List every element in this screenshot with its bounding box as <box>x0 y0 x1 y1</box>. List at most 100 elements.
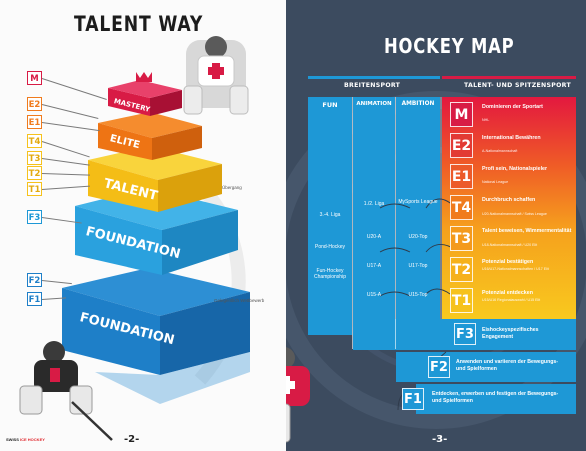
talent-title-e2: International Bewähren <box>482 135 541 141</box>
level-tag-t4: T4 <box>27 134 42 148</box>
talent-title-t3: Talent beweisen, Wimmermentalität <box>482 228 572 234</box>
foundation-low-side <box>160 292 250 375</box>
mastery-side <box>150 90 182 116</box>
fun-column-heading: FUN <box>322 101 338 109</box>
ambition-item-3: U17-Top <box>408 263 428 269</box>
talent-heading: TALENT- UND SPITZENSPORT <box>464 82 571 89</box>
level-tag-m: M <box>27 71 42 85</box>
elite-top <box>98 112 202 138</box>
talent-row-t1: T1 Potenzial entdecken U15/U16 Regionala… <box>442 286 576 315</box>
hockey-map-background <box>286 76 586 443</box>
talent-side <box>158 164 222 212</box>
animation-column-heading: ANIMATION <box>356 101 392 107</box>
talent-code-t4: T4 <box>450 195 473 220</box>
talent-top <box>88 146 222 180</box>
f1-band <box>416 384 576 414</box>
animation-item-4: U15-A <box>366 292 382 298</box>
talent-row-t2: T2 Potenzial bestätigen U16/U17-National… <box>442 255 576 284</box>
goalie-top-icon <box>183 36 249 115</box>
ambition-column <box>396 97 440 349</box>
level-tag-f1: F1 <box>27 292 42 306</box>
elite-side <box>152 126 202 160</box>
ambition-column-heading: AMBITION <box>401 101 435 107</box>
hockey-map-title: HOCKEY MAP <box>384 34 515 58</box>
talent-way-page: TALENT WAY <box>0 0 286 451</box>
talent-way-pyramid <box>19 36 250 441</box>
page-number-left: -2- <box>124 434 140 445</box>
talent-code-m: M <box>450 102 473 127</box>
page-number-right: -3- <box>432 434 448 445</box>
talent-way-title: TALENT WAY <box>74 12 204 36</box>
brand-part2: ICE HOCKEY <box>20 437 45 442</box>
talent-row-t4: T4 Durchbruch schaffen U20-Nationalmanns… <box>442 193 576 222</box>
fun-item-2: Pond-Hockey <box>314 244 345 250</box>
foundation-code-f2: F2 <box>428 356 450 378</box>
ambition-item-1: MySports League <box>398 199 438 205</box>
foundation-high-side <box>162 210 238 275</box>
brand-logo: SWISS ICE HOCKEY <box>6 437 45 442</box>
talent-title-t4: Durchbruch schaffen <box>482 197 536 203</box>
foundation-text-f1: Entdecken, erwerben und festigen der Bew… <box>432 391 559 404</box>
talent-sub-t4: U20-Nationalmannschaft / Swiss League <box>482 212 547 216</box>
talent-bar <box>442 76 576 79</box>
talent-sub-t2: U16/U17-Nationalmannschaften / U17 Elit <box>482 267 549 271</box>
brand-part1: SWISS <box>6 437 19 442</box>
level-tag-t2: T2 <box>27 166 42 180</box>
level-tag-t1: T1 <box>27 182 42 196</box>
talent-title-t1: Potenzial entdecken <box>482 290 533 296</box>
level-tag-f2: F2 <box>27 273 42 287</box>
ambition-item-4: U15-Top <box>408 292 428 298</box>
level-tag-e2: E2 <box>27 97 42 111</box>
level-tag-f3: F3 <box>27 210 42 224</box>
talent-title-e1: Profi sein, Nationalspieler <box>482 166 548 172</box>
hockey-map-page: HOCKEY MAP BREITENSPORT TALENT- UND SPIT… <box>286 0 586 451</box>
fun-column <box>308 97 352 335</box>
fun-item-1: 3.-4. Liga <box>319 212 341 218</box>
animation-item-2: U20-A <box>366 234 382 240</box>
talent-front <box>88 160 158 212</box>
talent-sub-t3: U18-Nationalmannschaft / U20 Elit <box>482 243 538 247</box>
mastery-front <box>108 88 150 116</box>
talent-code-t3: T3 <box>450 226 473 251</box>
talent-sub-e1: National League <box>482 180 509 184</box>
transition-note: Übergang <box>222 185 242 190</box>
mastery-top <box>108 80 182 98</box>
talent-sub-t1: U15/U16 Regionalauswahl / U15 Elit <box>482 298 541 302</box>
talent-code-t1: T1 <box>450 288 473 313</box>
talent-title-m: Dominieren der Sportart <box>482 104 543 110</box>
crown-icon <box>136 72 152 82</box>
animation-column <box>353 97 395 349</box>
foundation-low-shadow <box>95 352 250 404</box>
talent-row-m: M Dominieren der Sportart NHL <box>442 100 576 129</box>
talent-title-t2: Potenzial bestätigen <box>482 259 534 265</box>
player-bottom-icon <box>286 347 310 443</box>
talent-code-e2: E2 <box>450 133 473 158</box>
foundation-high-front <box>75 206 162 275</box>
level-tag-e1: E1 <box>27 115 42 129</box>
breitensport-bar <box>308 76 440 79</box>
talent-code-e1: E1 <box>450 164 473 189</box>
animation-item-1: 1./2. Liga <box>363 201 385 207</box>
foundation-code-f1: F1 <box>402 388 424 410</box>
talent-row-e2: E2 International Bewähren A-Nationalmann… <box>442 131 576 160</box>
talent-sub-e2: A-Nationalmannschaft <box>482 149 518 153</box>
foundation-code-f3: F3 <box>454 323 476 345</box>
f2-band <box>396 352 576 382</box>
talent-row-t3: T3 Talent beweisen, Wimmermentalität U18… <box>442 224 576 253</box>
animation-item-3: U17-A <box>366 263 382 269</box>
talent-sub-m: NHL <box>482 118 490 122</box>
competition-note: Gelegentlich Wettbewerb <box>214 298 265 303</box>
level-tag-t3: T3 <box>27 151 42 165</box>
breitensport-heading: BREITENSPORT <box>344 82 401 89</box>
elite-front <box>98 123 152 160</box>
fun-item-3: Fun-Hockey Championship <box>314 268 346 281</box>
goalie-bottom-icon <box>19 341 113 441</box>
ambition-item-2: U20-Top <box>408 234 428 240</box>
talent-code-t2: T2 <box>450 257 473 282</box>
talent-row-e1: E1 Profi sein, Nationalspieler National … <box>442 162 576 191</box>
foundation-text-f2: Anwenden und variieren der Bewegungs- un… <box>456 359 559 372</box>
foundation-low-top <box>62 268 250 316</box>
foundation-low-front <box>62 288 160 375</box>
foundation-text-f3: Eishockeyspezifisches Engagement <box>482 327 539 340</box>
